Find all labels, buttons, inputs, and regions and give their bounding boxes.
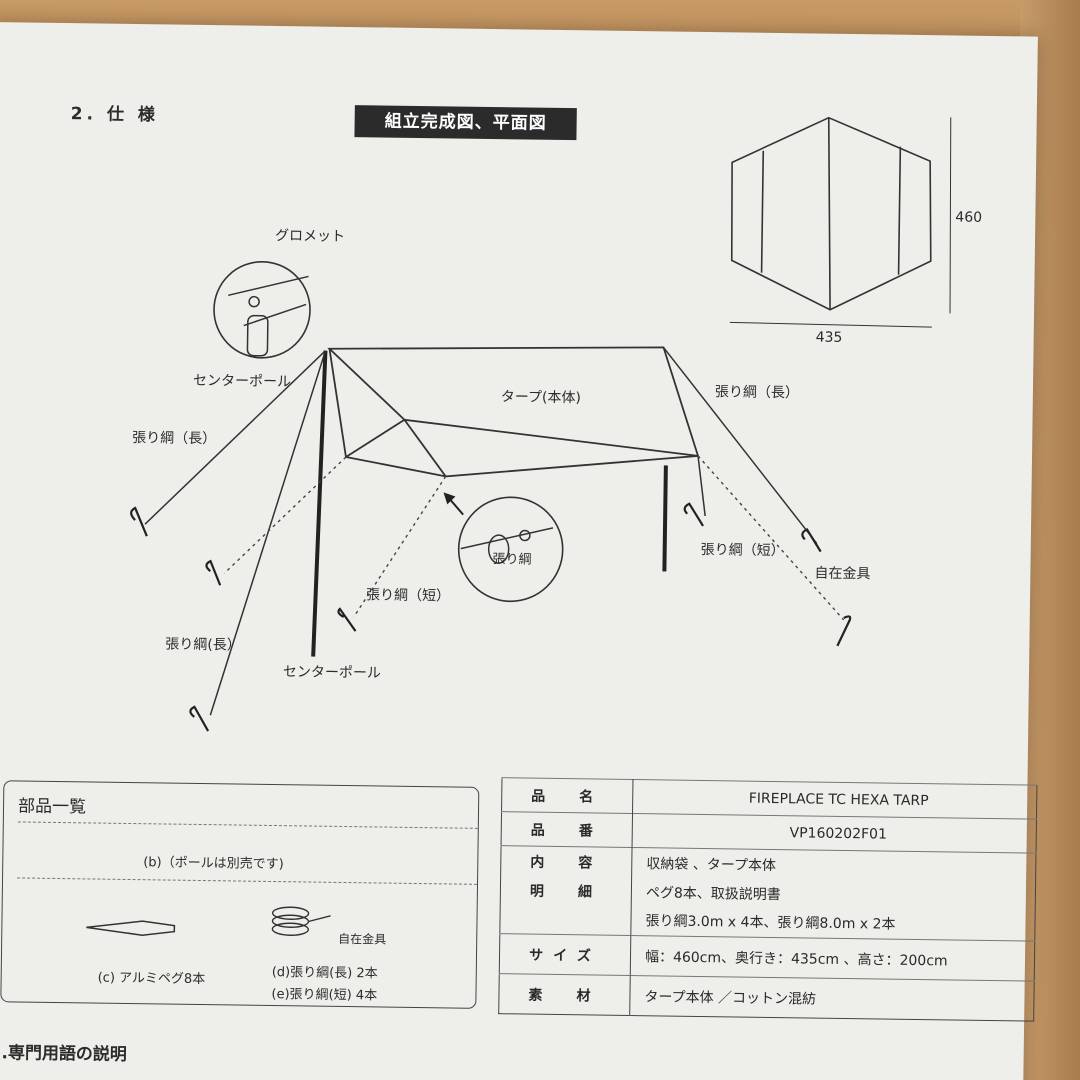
plan-width-label: 435: [816, 330, 843, 346]
parts-adjuster: 自在金具: [338, 931, 387, 947]
plan-height-label: 460: [955, 209, 982, 225]
guy-detail: [457, 496, 564, 603]
label-guy-long-bottom: 張り綱(長）: [165, 636, 241, 653]
instruction-sheet: 2. 仕 様 組立完成図、平面図 435 460: [0, 22, 1038, 1080]
plan-center-line: [827, 117, 831, 310]
guy-rope-icon: [271, 906, 331, 936]
parts-d: (d)張り綱(長) 2本: [271, 964, 378, 982]
guy-lines-short: [223, 455, 845, 621]
plan-dim-width: [729, 321, 932, 328]
parts-list: 部品一覧 (b)（ポールは別売です) 自在金具 (c) アルミペグ8本 (d)張…: [0, 780, 480, 1009]
label-guy-long-left: 張り綱（長）: [132, 430, 216, 447]
label-guy-short-center: 張り綱（短）: [366, 587, 450, 604]
label-grommet: グロメット: [275, 228, 345, 245]
parts-e: (e)張り綱(短) 4本: [271, 986, 378, 1004]
center-pole-right: [662, 465, 668, 572]
parts-c: (c) アルミペグ8本: [97, 970, 206, 988]
guy-lines: [144, 346, 818, 716]
plan-seam-right: [897, 146, 902, 275]
assembly-diagram: 435 460: [130, 116, 982, 732]
spec-row: 素 材タープ本体 ／コットン混紡: [498, 973, 1035, 1022]
plan-hexagon: [730, 116, 932, 311]
label-tarp-body: タープ(本体): [501, 389, 581, 406]
label-guy-long-right: 張り綱（長）: [715, 384, 799, 401]
plan-view: [729, 116, 952, 328]
center-pole-left: [311, 350, 328, 657]
label-center-pole-bottom: センターポール: [283, 664, 381, 681]
label-detail-guy: 張り綱: [492, 552, 531, 568]
label-center-pole-top: センターポール: [193, 373, 291, 390]
parts-b: (b)（ポールは別売です): [143, 855, 284, 873]
section-3-title: 3.専門用語の説明: [0, 1043, 128, 1065]
parts-title: 部品一覧: [17, 796, 87, 818]
tarp-outline: [327, 346, 700, 478]
peg-icon: [86, 920, 176, 936]
pegs: [130, 502, 852, 732]
grommet-detail: [213, 260, 311, 359]
plan-dim-height: [949, 117, 952, 314]
plan-seam-left: [760, 150, 765, 273]
label-guy-short-right: 張り綱（短）: [701, 542, 785, 559]
label-adjuster: 自在金具: [814, 566, 870, 583]
